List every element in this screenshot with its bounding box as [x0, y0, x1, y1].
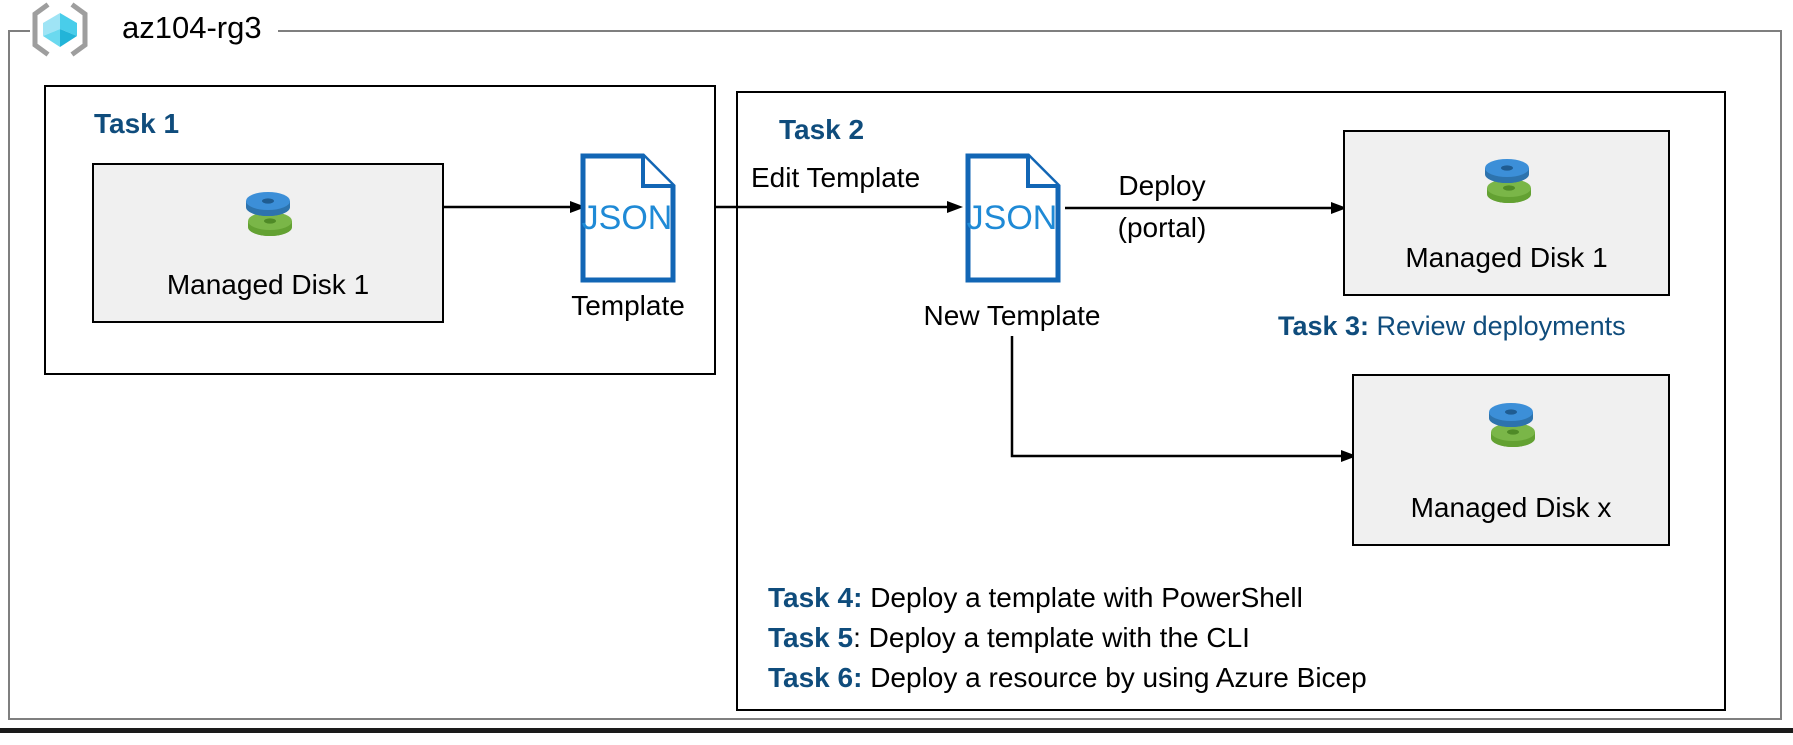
deploy-portal-arrow — [1065, 201, 1350, 215]
edit-template-arrow — [716, 200, 966, 214]
resource-group-cube-icon — [30, 2, 90, 57]
resource-group-frame-top-right — [278, 30, 1782, 32]
resource-group-name: az104-rg3 — [122, 10, 262, 45]
managed-disk-1-label: Managed Disk 1 — [166, 269, 370, 300]
deploy-portal-sublabel: (portal) — [1117, 212, 1207, 243]
managed-disk-icon — [237, 183, 299, 245]
task-4-text: Deploy a template with PowerShell — [862, 582, 1303, 613]
json-icon-text: JSON — [967, 199, 1058, 237]
task-list: Task 4: Deploy a template with PowerShel… — [768, 578, 1367, 698]
task-1-heading: Task 1 — [94, 108, 180, 139]
task-6-tag: Task 6: — [768, 662, 863, 693]
task-1-container — [44, 85, 716, 375]
template-caption: Template — [571, 290, 685, 321]
resource-group-frame-top-left — [8, 30, 30, 32]
task-5-text: : Deploy a template with the CLI — [853, 622, 1250, 653]
bottom-edge-bar — [0, 728, 1793, 733]
new-template-caption: New Template — [923, 300, 1101, 331]
json-new-template-icon: JSON — [965, 153, 1061, 283]
task-2-container — [736, 91, 1726, 711]
task-list-item: Task 5: Deploy a template with the CLI — [768, 618, 1367, 658]
resource-group-frame — [8, 30, 1782, 720]
managed-disk-x-box: Managed Disk x — [1352, 374, 1670, 546]
json-icon-text: JSON — [582, 199, 673, 237]
task-2-heading: Task 2 — [779, 114, 865, 145]
managed-disk-icon — [1476, 150, 1538, 212]
task-4-tag: Task 4: — [768, 582, 863, 613]
task-3-tag: Task 3: — [1278, 311, 1370, 341]
managed-disk-icon — [1480, 394, 1542, 456]
task-5-tag: Task 5 — [768, 622, 854, 653]
managed-disk-x-label: Managed Disk x — [1410, 492, 1612, 523]
managed-disk-1-output-box: Managed Disk 1 — [1343, 130, 1670, 296]
managed-disk-1-box: Managed Disk 1 — [92, 163, 444, 323]
task-3-caption: Task 3: Review deployments — [1278, 311, 1626, 342]
task-6-text: Deploy a resource by using Azure Bicep — [862, 662, 1367, 693]
task-list-item: Task 4: Deploy a template with PowerShel… — [768, 578, 1367, 618]
managed-disk-1-output-label: Managed Disk 1 — [1405, 242, 1608, 273]
task-list-item: Task 6: Deploy a resource by using Azure… — [768, 658, 1367, 698]
new-template-to-disk-x-connector — [1010, 336, 1360, 466]
edit-template-label: Edit Template — [751, 162, 921, 193]
json-template-icon: JSON — [580, 153, 676, 283]
disk-to-template-arrow — [444, 200, 589, 214]
deploy-label: Deploy — [1118, 170, 1206, 201]
task-3-text: Review deployments — [1369, 311, 1626, 341]
